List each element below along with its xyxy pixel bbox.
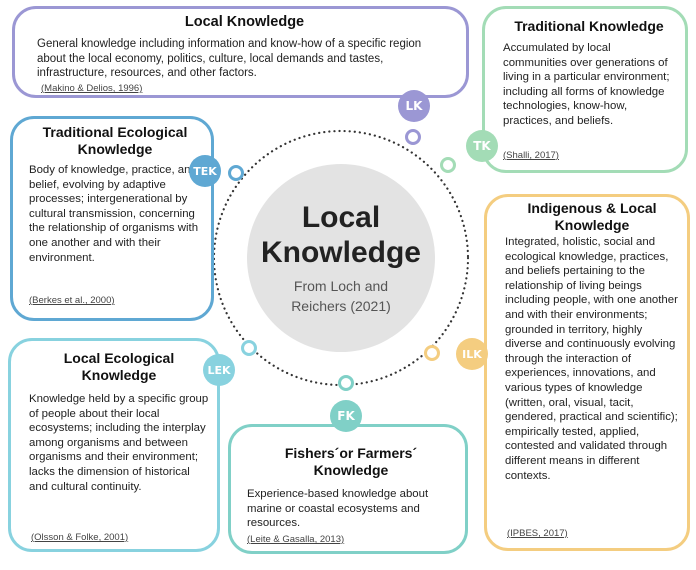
- card-description: Knowledge held by a specific group of pe…: [29, 393, 209, 493]
- card-citation: (Shalli, 2017): [503, 150, 559, 161]
- card-traditional-knowledge: Traditional Knowledge Accumulated by loc…: [482, 6, 688, 173]
- card-description: General knowledge including information …: [37, 38, 422, 80]
- card-local-knowledge: Local Knowledge General knowledge includ…: [12, 6, 469, 98]
- card-local-ecological-knowledge: Local Ecological Knowledge Knowledge hel…: [8, 338, 220, 552]
- card-title: Traditional Knowledge: [514, 18, 664, 34]
- card-title: Local Ecological Knowledge: [63, 350, 175, 383]
- card-title: Local Knowledge: [184, 14, 305, 30]
- orbit-node-lk: [405, 129, 421, 145]
- card-citation: (Berkes et al., 2000): [29, 295, 115, 306]
- tag-tek: TEK: [189, 155, 221, 187]
- orbit-node-tek: [228, 165, 244, 181]
- card-title: Indigenous & Local Knowledge: [527, 200, 657, 233]
- card-title: Traditional Ecological Knowledge: [42, 124, 188, 157]
- card-fishers-farmers-knowledge: Fishers´or Farmers´ Knowledge Experience…: [228, 424, 468, 554]
- tag-fk: FK: [330, 400, 362, 432]
- card-citation: (Olsson & Folke, 2001): [31, 532, 129, 543]
- orbit-node-fk: [338, 375, 354, 391]
- tag-lk: LK: [398, 90, 430, 122]
- card-description: Body of knowledge, practice, and belief,…: [29, 164, 199, 264]
- orbit-node-lek: [241, 340, 257, 356]
- card-description: Experience-based knowledge about marine …: [247, 488, 429, 530]
- card-citation: (IPBES, 2017): [507, 528, 568, 539]
- card-title: Fishers´or Farmers´ Knowledge: [284, 445, 418, 478]
- tag-ilk: ILK: [456, 338, 488, 370]
- card-traditional-ecological-knowledge: Traditional Ecological Knowledge Body of…: [10, 116, 214, 321]
- card-citation: (Makino & Delios, 1996): [41, 83, 143, 94]
- center-subtitle: From Loch and Reichers (2021): [291, 278, 391, 314]
- orbit-node-ilk: [424, 345, 440, 361]
- card-citation: (Leite & Gasalla, 2013): [247, 534, 345, 545]
- center-title: Local Knowledge: [260, 201, 421, 269]
- tag-tk: TK: [466, 130, 498, 162]
- center-circle: Local Knowledge From Loch and Reichers (…: [247, 164, 435, 352]
- card-description: Accumulated by local communities over ge…: [503, 42, 670, 127]
- orbit-node-tk: [440, 157, 456, 173]
- tag-lek: LEK: [203, 354, 235, 386]
- card-description: Integrated, holistic, social and ecologi…: [505, 236, 678, 482]
- card-indigenous-local-knowledge: Indigenous & Local Knowledge Integrated,…: [484, 194, 690, 551]
